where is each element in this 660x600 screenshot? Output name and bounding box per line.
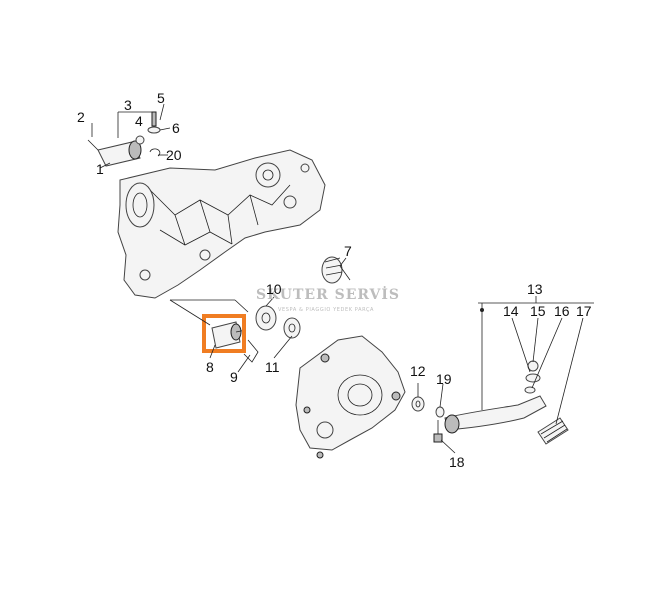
callout-labels: 1 2 3 4 5 6 20 7 10 8 9 11 12 19 18 13 1… [77, 90, 592, 470]
watermark-title: SKUTER SERVİS [256, 284, 400, 303]
callout-3: 3 [124, 97, 132, 113]
callout-1: 1 [96, 161, 104, 177]
callout-8: 8 [206, 359, 214, 375]
callout-11: 11 [265, 359, 280, 375]
callout-5: 5 [157, 90, 165, 106]
callout-15: 15 [530, 303, 546, 319]
callout-16: 16 [554, 303, 570, 319]
driven-gear-shaft [321, 256, 351, 284]
leader-lines [91, 103, 594, 454]
crankcase-housing [117, 149, 326, 299]
part-9-shaft [243, 339, 259, 363]
bracket-parts [117, 111, 161, 157]
leader-dot [480, 308, 484, 312]
callout-10: 10 [266, 281, 282, 297]
washers-and-bolt [411, 396, 445, 443]
callout-9: 9 [230, 369, 238, 385]
callout-17: 17 [576, 303, 592, 319]
callout-14: 14 [503, 303, 519, 319]
starter-pinion [211, 321, 247, 349]
callout-6: 6 [172, 120, 180, 136]
kickstart-lever [444, 360, 569, 445]
transmission-cover [295, 335, 406, 459]
callout-13: 13 [527, 281, 543, 297]
callout-18: 18 [449, 454, 465, 470]
starter-gears [255, 305, 301, 339]
callout-2: 2 [77, 109, 85, 125]
callout-4: 4 [135, 113, 143, 129]
callout-7: 7 [344, 243, 352, 259]
watermark-subtitle: VESPA & PIAGGIO YEDEK PARÇA [278, 307, 374, 313]
watermark: SKUTER SERVİS VESPA & PIAGGIO YEDEK PARÇ… [256, 284, 400, 313]
callout-20: 20 [166, 147, 182, 163]
starter-motor [87, 139, 142, 167]
callout-12: 12 [410, 363, 426, 379]
callout-19: 19 [436, 371, 452, 387]
highlight-box [202, 314, 246, 353]
